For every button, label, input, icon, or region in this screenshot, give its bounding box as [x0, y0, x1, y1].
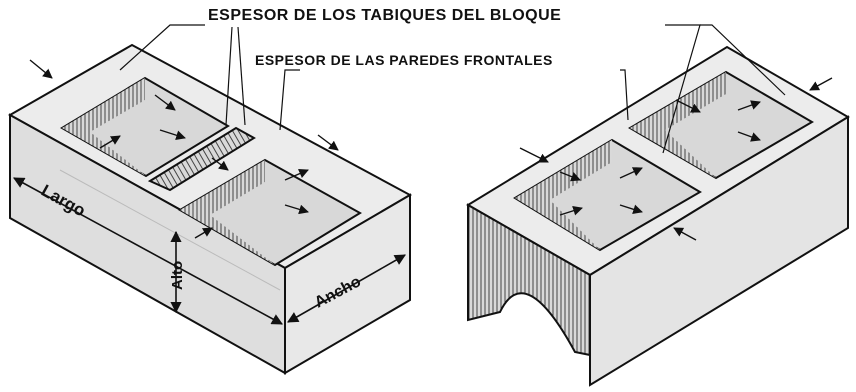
leader-wall-left — [119, 24, 205, 71]
right-block-long-face — [589, 115, 849, 387]
height-label: Alto — [169, 261, 186, 290]
leader-wall-2 — [237, 26, 246, 126]
right-core-1-wall — [515, 140, 612, 250]
length-dimension-line — [13, 177, 283, 325]
arrow — [284, 204, 309, 215]
leader-lines — [119, 24, 786, 154]
leader-wall-right-2 — [700, 24, 786, 96]
arrow — [619, 167, 643, 179]
arrow — [675, 99, 701, 113]
right-core-2-wall — [630, 72, 726, 178]
arrow — [737, 100, 761, 111]
left-block: Largo Alto Ancho — [7, 43, 413, 375]
arrow — [737, 131, 761, 142]
arrow — [559, 171, 581, 182]
right-block — [466, 45, 850, 387]
wall-thickness-title: ESPESOR DE LOS TABIQUES DEL BLOQUE — [208, 7, 562, 24]
arrow — [99, 135, 121, 149]
leader-face-right — [620, 69, 629, 121]
arrow — [317, 134, 339, 151]
arrow — [619, 204, 643, 214]
arrow — [559, 206, 583, 216]
leader-wall-1 — [225, 26, 233, 126]
arrow — [194, 227, 213, 239]
arrow — [154, 94, 176, 111]
left-core-1-wall — [62, 78, 146, 176]
face-thickness-title: ESPESOR DE LAS PAREDES FRONTALES — [255, 52, 553, 68]
right-block-end-face — [467, 203, 591, 357]
leader-face-left — [279, 69, 300, 131]
arrow — [159, 129, 186, 140]
arrow — [211, 157, 229, 171]
arrow — [673, 227, 697, 241]
width-dimension-line — [287, 254, 406, 323]
arrow — [519, 147, 549, 163]
arrow — [809, 77, 833, 91]
arrow — [284, 169, 309, 181]
arrow — [29, 59, 53, 79]
